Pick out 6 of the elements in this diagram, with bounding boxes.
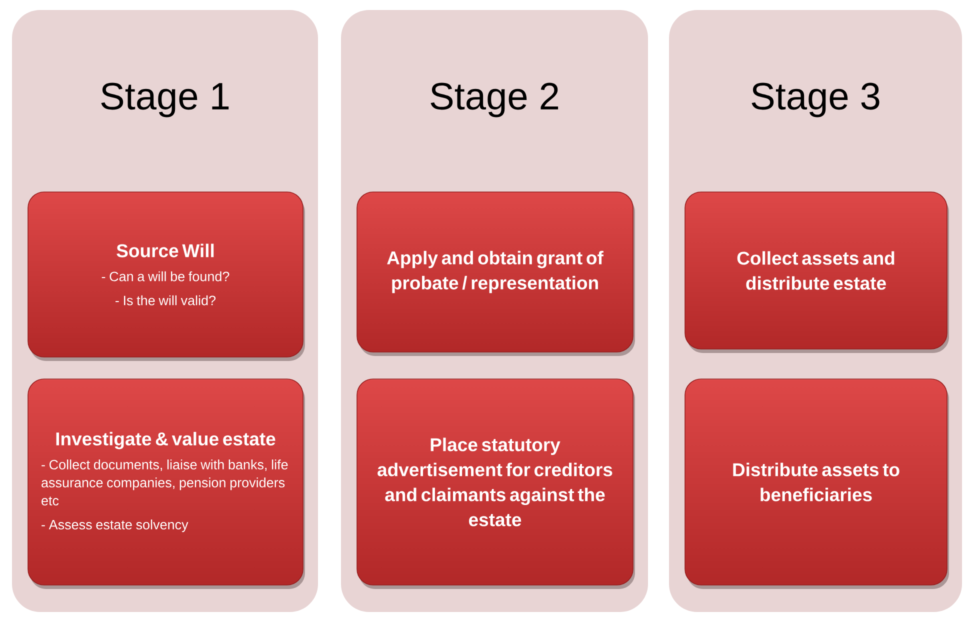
- step-box: Source Will - Can a will be found? - Is the will valid?: [28, 192, 305, 361]
- step-box: Apply and obtain grant of probate / representation: [356, 192, 635, 356]
- step-box: Place statutory advertisement for creditors and claimants against the estate: [356, 378, 635, 589]
- step-box: Collect assets and distribute estate: [684, 192, 950, 353]
- step-box: Distribute assets to beneficiaries: [684, 378, 950, 589]
- step-box: Investigate & value estate - Collect documents, liaise with banks, life assurance companies, pension providers etc - Assess estate solvency: [28, 378, 305, 589]
